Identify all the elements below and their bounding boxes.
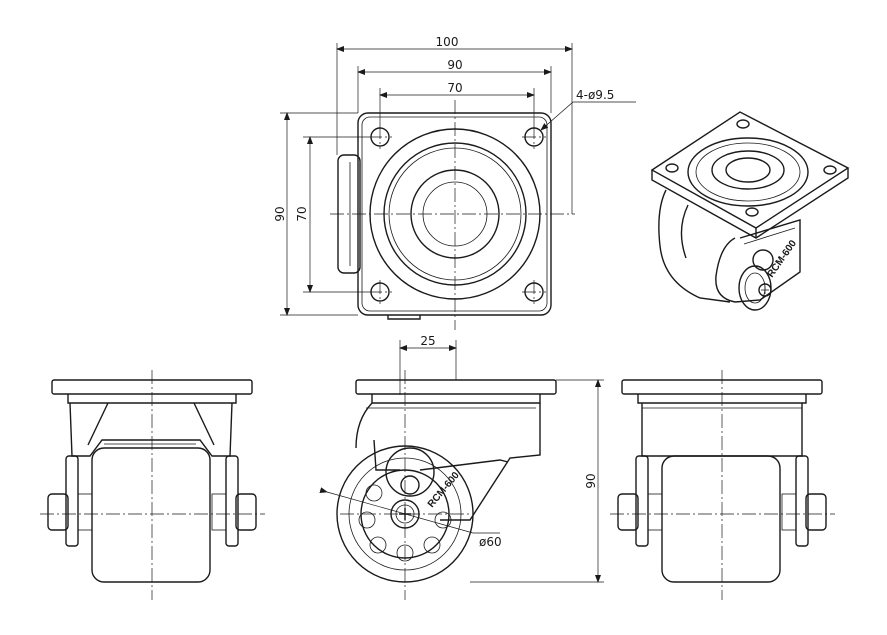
- label-model-side: RCM-600: [426, 470, 462, 510]
- dim-top-width-outer: 100: [436, 35, 459, 49]
- dim-top-height-inner: 70: [295, 206, 309, 221]
- front-view-left: [40, 370, 265, 600]
- side-view: RCM-600 25 90 ø60: [319, 334, 604, 600]
- dim-holes: 4-ø9.5: [576, 88, 614, 102]
- isometric-view: RCM-600: [650, 111, 850, 311]
- dim-offset: 25: [420, 334, 435, 348]
- dim-side-height: 90: [584, 473, 598, 488]
- dim-top-height-outer: 90: [273, 206, 287, 221]
- dim-wheel-diameter: ø60: [479, 535, 502, 549]
- label-model-iso: RCM-600: [765, 238, 799, 280]
- rear-view-right: [610, 370, 835, 600]
- dim-top-width-inner: 70: [447, 81, 462, 95]
- top-view: 100 90 70 4-ø9.5 90 70: [273, 35, 636, 330]
- dim-top-width-mid: 90: [447, 58, 462, 72]
